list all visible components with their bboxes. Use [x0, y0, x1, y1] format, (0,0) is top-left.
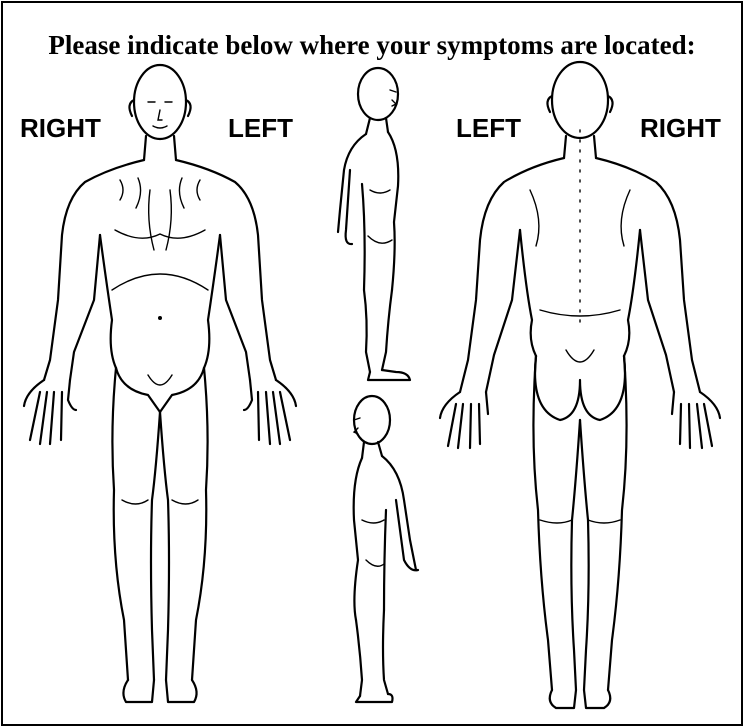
side-body-figure-top[interactable] — [338, 68, 410, 380]
back-body-figure[interactable] — [440, 62, 720, 708]
front-body-figure[interactable] — [24, 65, 296, 702]
side-body-figure-bottom[interactable] — [354, 396, 418, 702]
